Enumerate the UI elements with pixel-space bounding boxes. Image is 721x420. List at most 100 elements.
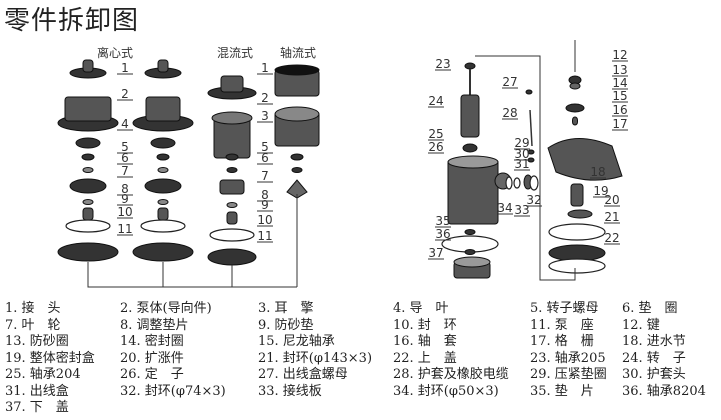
legend-item: 5. 转子螺母: [530, 301, 599, 316]
legend-item: 2. 泵体(导向件): [120, 301, 212, 316]
legend-item: 16. 轴 套: [393, 334, 457, 349]
part-label: 1: [261, 61, 269, 75]
impeller-part: [69, 178, 107, 194]
stator-part: [447, 155, 499, 169]
leader-lines: [87, 40, 628, 288]
part-label: 27: [502, 75, 517, 89]
part-label: 37: [428, 246, 443, 260]
part-label: 14: [612, 76, 627, 90]
part-label: 10: [257, 213, 272, 227]
legend-row: 13. 防砂圈 14. 密封圈 15. 尼龙轴承 16. 轴 套 17. 格 栅 18. …: [0, 334, 721, 351]
washer-part: [226, 167, 238, 173]
legend-item: 18. 进水节: [622, 334, 686, 349]
gasket-part: [464, 229, 476, 235]
legend-item: 21. 封环(φ143×3): [258, 350, 373, 366]
part-label: 34: [497, 201, 512, 215]
legend-item: 32. 封环(φ74×3): [120, 383, 226, 399]
legend-item: 10. 封 环: [393, 317, 457, 333]
legend-item: 13. 防砂圈: [5, 334, 69, 349]
part-label: 26: [428, 140, 443, 154]
legend-item: 36. 轴承8204: [622, 383, 706, 399]
seal-ring-part: [505, 176, 513, 190]
shim-part: [157, 199, 169, 205]
part-label: 12: [612, 48, 627, 62]
part-label: 20: [604, 193, 619, 207]
shim-part: [226, 202, 238, 208]
legend-item: 27. 出线盒螺母: [258, 367, 348, 382]
page-title: 零件拆卸图: [4, 6, 140, 36]
rotor-nut-part: [156, 153, 170, 161]
legend-item: 30. 护套头: [622, 367, 686, 382]
legend-item: 17. 格 栅: [530, 334, 594, 349]
bearing-205-part: [464, 62, 476, 70]
legend-item: 26. 定 子: [120, 367, 184, 382]
legend-item: 20. 扩涨件: [120, 350, 184, 366]
legend-row: 37. 下 盖: [0, 400, 721, 417]
legend-item: 24. 转 子: [622, 350, 686, 366]
legend-item: 23. 轴承205: [530, 350, 606, 366]
legend-item: 6. 垫 圈: [622, 301, 678, 316]
part-label: 30: [514, 147, 529, 161]
sand-pad-part: [157, 207, 169, 221]
washer-part: [291, 167, 303, 173]
part-label: 32: [526, 193, 541, 207]
part-label: 1: [121, 61, 129, 75]
washer-part: [157, 167, 169, 173]
nylon-bearing-part: [565, 103, 585, 113]
legend-item: 22. 上 盖: [393, 350, 457, 366]
part-label: 7: [261, 169, 269, 183]
sand-ring-part: [569, 82, 581, 90]
part-label: 6: [261, 151, 269, 165]
connector-part: [274, 64, 320, 76]
part-label: 2: [261, 91, 269, 105]
legend-item: 25. 轴承204: [5, 367, 81, 382]
connector-part: [82, 59, 94, 73]
legend-item: 14. 密封圈: [120, 334, 184, 349]
legend-item: 34. 封环(φ50×3): [393, 383, 499, 399]
part-label: 4: [121, 117, 129, 131]
part-label: 23: [435, 57, 450, 71]
part-label: 33: [514, 203, 529, 217]
part-label: 11: [117, 222, 132, 236]
legend-item: 15. 尼龙轴承: [258, 334, 335, 349]
legend-item: 11. 泵 座: [530, 317, 594, 333]
cable-part: [529, 109, 533, 147]
part-label: 3: [261, 109, 269, 123]
pump-seat-part: [57, 242, 119, 262]
shaft-sleeve-part: [572, 116, 578, 126]
group-label-axial: 轴流式: [280, 45, 316, 60]
part-label: 25: [428, 127, 443, 141]
part-label: 8: [121, 182, 129, 196]
legend-item: 35. 垫 片: [530, 383, 594, 399]
part-label: 15: [612, 89, 627, 103]
part-label: 13: [612, 63, 627, 77]
rotor-nut-part: [290, 153, 304, 161]
seal-ring-part: [209, 228, 255, 242]
pump-body-part: [145, 96, 181, 122]
group-label-mixed: 混流式: [217, 46, 253, 60]
legend-item: 28. 护套及橡胶电缆: [393, 367, 509, 382]
part-label: 24: [428, 94, 443, 108]
part-label: 19: [593, 184, 608, 198]
part-label: 16: [612, 103, 627, 117]
part-label: 10: [117, 205, 132, 219]
seal-ring-143-part: [548, 223, 606, 241]
assembly-bracket: [87, 194, 298, 288]
bearing-8204-part: [464, 249, 476, 255]
part-label: 18: [590, 165, 605, 179]
washer-part: [82, 167, 94, 173]
part-label: 35: [435, 214, 450, 228]
legend-item: 7. 叶 轮: [5, 317, 61, 333]
connector-part: [157, 59, 169, 73]
legend-item: 8. 调整垫片: [120, 317, 189, 333]
part-label: 5: [121, 140, 129, 154]
assembly-bracket: [475, 55, 576, 281]
rotor-nut-part: [81, 153, 95, 161]
sand-pad-part: [82, 207, 94, 221]
clamp-washer-part: [527, 149, 535, 155]
part-drawings: [57, 59, 623, 279]
